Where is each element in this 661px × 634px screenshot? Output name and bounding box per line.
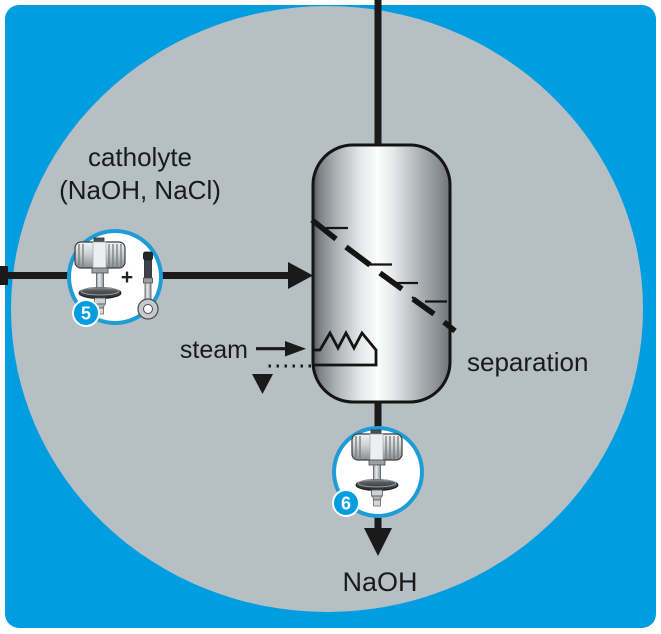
badge-5 xyxy=(72,299,100,327)
steam-arrowhead-icon xyxy=(285,341,306,357)
steam-arrow xyxy=(256,341,306,357)
top-inlet-pipe xyxy=(374,0,382,147)
steam-label: steam xyxy=(179,336,248,364)
badge-6 xyxy=(332,489,360,517)
feed-label-line1: catholyte xyxy=(87,142,193,172)
heating-coil-icon xyxy=(313,330,378,367)
feed-label: catholyte (NaOH, NaCl) xyxy=(30,141,250,207)
feed-arrowhead-icon xyxy=(288,262,313,289)
badge-5-number: 5 xyxy=(81,304,91,324)
plus-sign: + xyxy=(121,266,133,289)
condensate-dotted-arrow xyxy=(252,364,311,394)
separator-plates-icon xyxy=(310,217,457,334)
condensate-arrowhead-icon xyxy=(252,374,273,394)
feed-label-line2: (NaOH, NaCl) xyxy=(59,175,221,205)
badge-6-number: 6 xyxy=(341,494,351,514)
outlet-arrowhead-icon xyxy=(364,528,392,556)
product-label: NaOH xyxy=(342,567,418,597)
separation-label: separation xyxy=(467,347,589,377)
